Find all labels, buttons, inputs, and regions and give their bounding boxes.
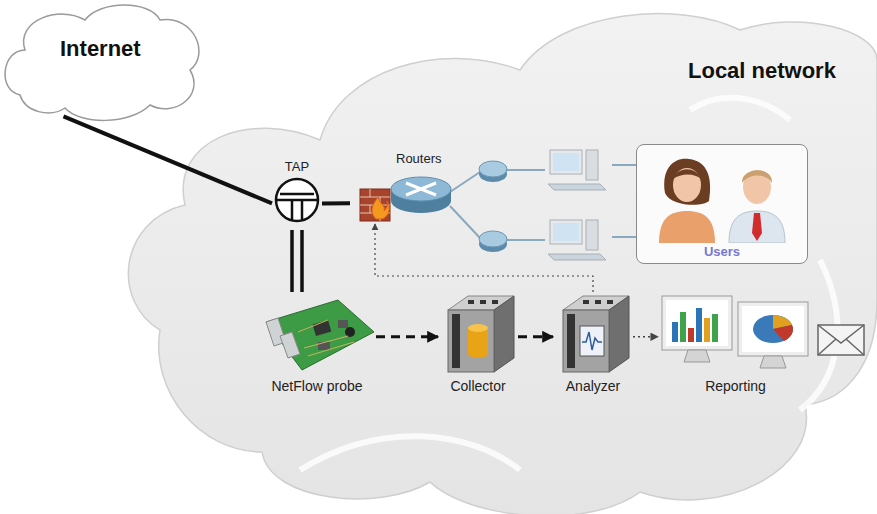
- connector-line: [64, 116, 273, 203]
- cloud-label: Local network: [688, 58, 836, 84]
- device-label: TAP: [272, 158, 322, 175]
- device-icon: [553, 292, 633, 374]
- connector-line: [300, 230, 304, 292]
- connector-line: [290, 230, 294, 292]
- cloud-shape: [0, 0, 205, 125]
- connector: [633, 336, 658, 337]
- reporting-monitors: Reporting: [658, 292, 813, 404]
- connector: [64, 116, 273, 203]
- device-icon: [258, 292, 376, 374]
- device-label: NetFlow probe: [258, 378, 376, 395]
- users-box: Users: [636, 144, 808, 264]
- internet-cloud: Internet: [0, 0, 205, 125]
- device-label: Analyzer: [553, 378, 633, 395]
- device-icon: [553, 292, 633, 374]
- analyzer-server: Analyzer: [553, 292, 633, 404]
- device-label: Routers: [350, 150, 468, 167]
- group-label: Users: [637, 243, 807, 260]
- tap-device: TAP: [272, 158, 322, 230]
- device-label: Reporting: [658, 378, 813, 395]
- device-icon: [272, 175, 322, 225]
- device-label: Collector: [438, 378, 518, 395]
- device-icon: [658, 292, 813, 374]
- device-icon: [438, 292, 518, 374]
- device-icon: [658, 292, 813, 374]
- connector-line: [376, 335, 438, 338]
- collector-server: Collector: [438, 292, 518, 404]
- connector: [375, 224, 593, 292]
- device-icon: [438, 292, 518, 374]
- connector-line: [322, 201, 350, 205]
- cloud-label: Internet: [60, 36, 141, 62]
- connector-line: [633, 336, 658, 337]
- connector-line: [375, 224, 593, 292]
- connector: [322, 203, 350, 204]
- connector: [292, 230, 302, 292]
- router-firewall: Routers: [350, 150, 468, 224]
- connector: [518, 336, 553, 337]
- device-icon: [637, 149, 807, 243]
- connector: [376, 336, 438, 337]
- device-icon: [258, 292, 376, 374]
- device-icon: [350, 167, 468, 223]
- connector-line: [518, 335, 553, 338]
- device-icon: [350, 167, 468, 223]
- netflow-probe: NetFlow probe: [258, 292, 376, 404]
- device-icon: [637, 149, 809, 243]
- device-icon: [272, 175, 322, 225]
